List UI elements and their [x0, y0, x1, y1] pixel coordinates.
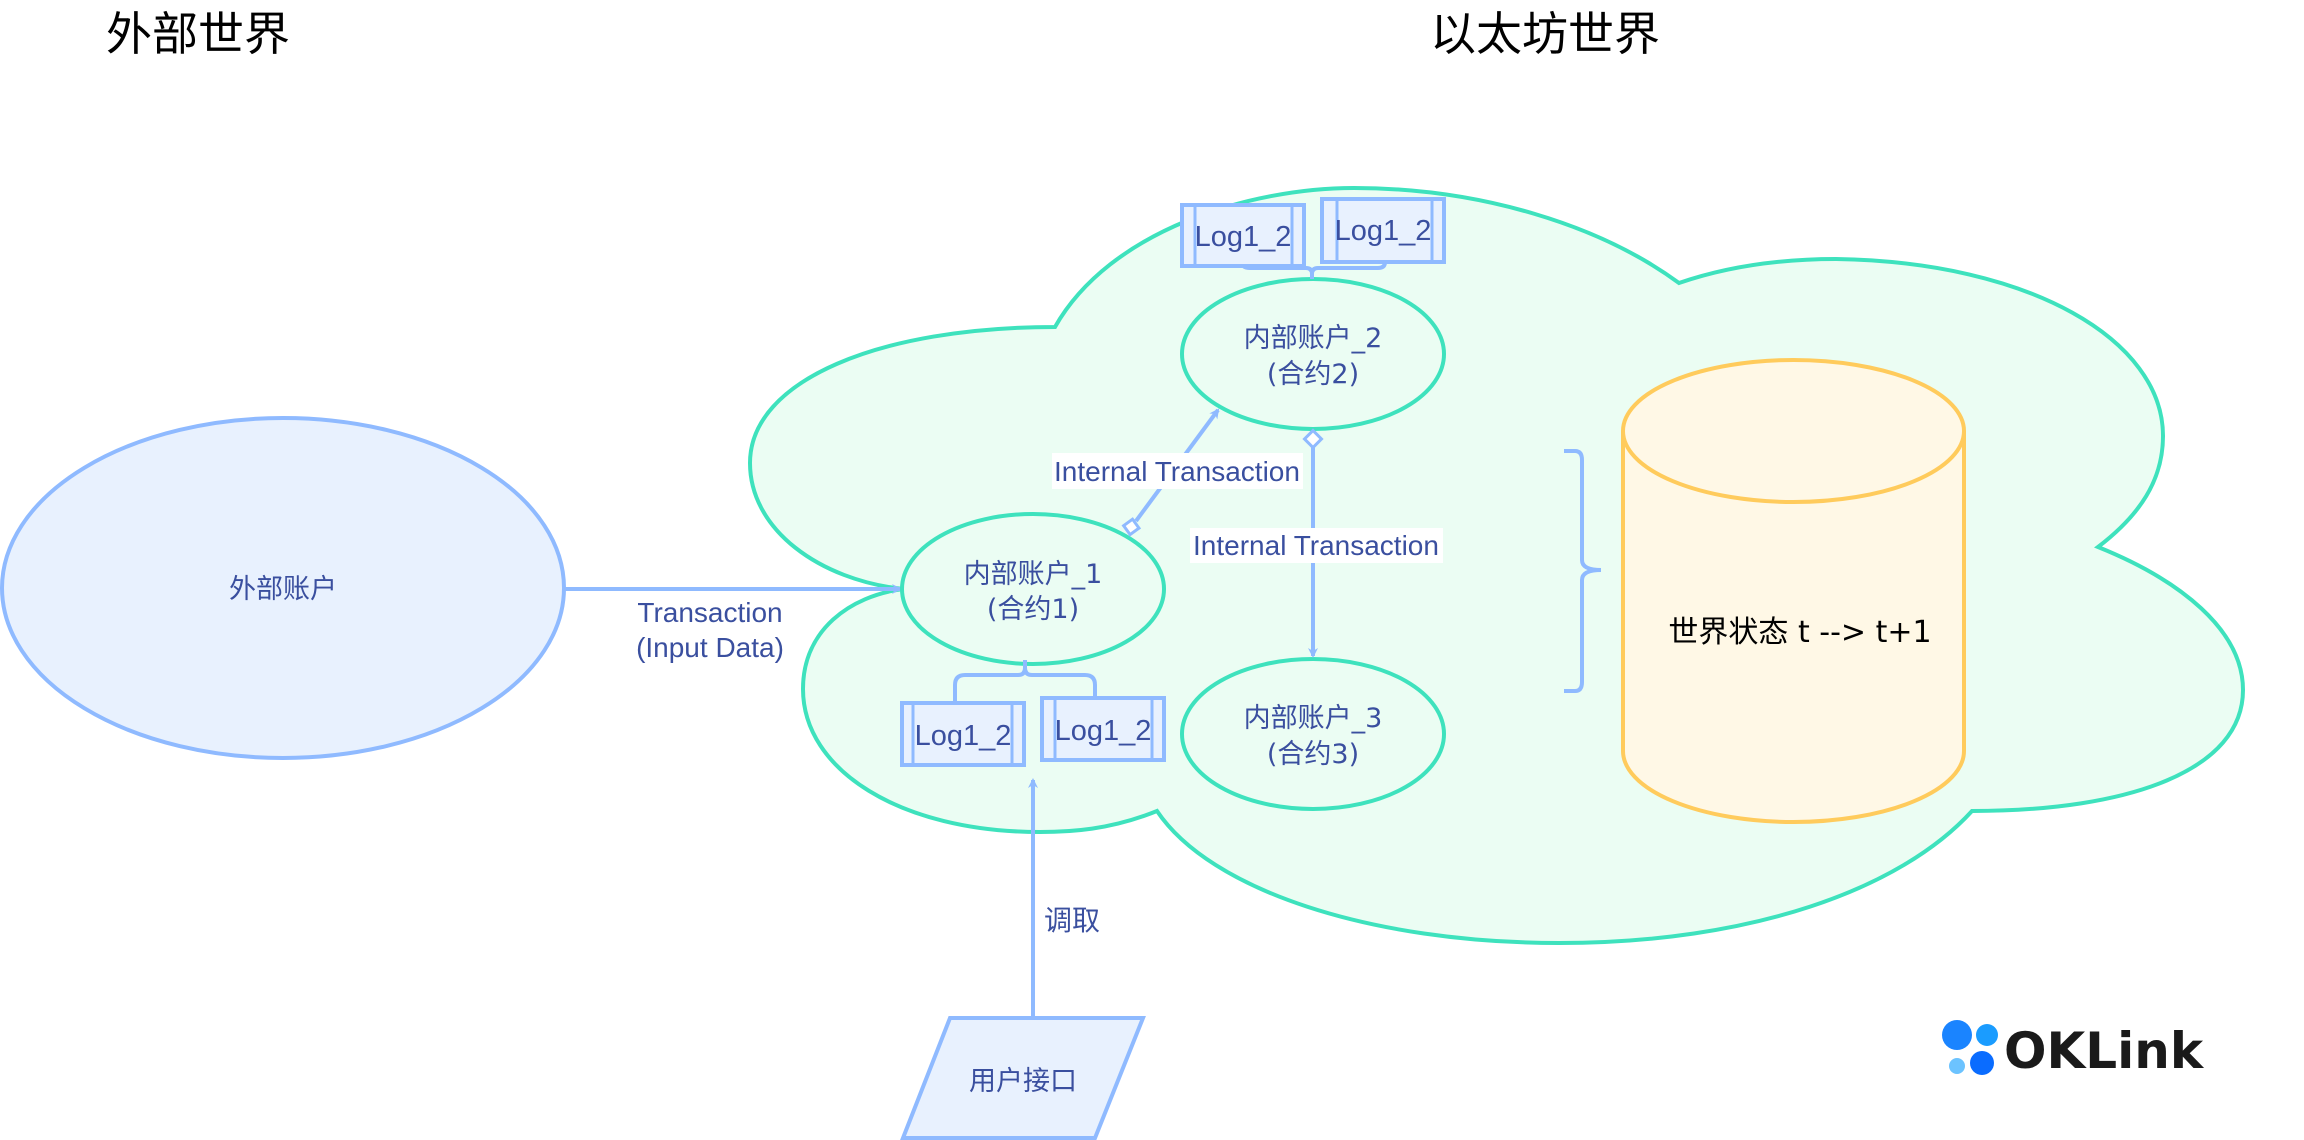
internal-account-1-label: 内部账户_1 — [964, 559, 1103, 590]
world-state-label: 世界状态 t --> t+1 — [1668, 615, 1931, 650]
diamond-start-icon — [1302, 428, 1324, 450]
internal-tx-1-label-bg — [1052, 453, 1303, 489]
internal-tx-2-label-bg — [1190, 528, 1443, 563]
log-entry[interactable]: Log1_2 — [1040, 696, 1166, 762]
internal-account-3-sublabel: (合约3) — [1267, 739, 1359, 770]
logo-text: OKLink — [2004, 1022, 2205, 1080]
logo-dot-icon — [1949, 1058, 1965, 1074]
log-entry[interactable]: Log1_2 — [1180, 203, 1306, 268]
transaction-label: Transaction — [637, 597, 782, 628]
logo-dot-icon — [1976, 1024, 1998, 1046]
world-state-database[interactable] — [1621, 358, 1966, 824]
logo-dot-icon — [1942, 1020, 1972, 1050]
log-entry[interactable]: Log1_2 — [900, 701, 1026, 767]
internal-account-1-sublabel: (合约1) — [987, 594, 1079, 625]
title-ethereum-world: 以太坊世界 — [1430, 7, 1660, 61]
internal-tx-2-label: Internal Transaction — [1193, 530, 1439, 561]
internal-account-2-label: 内部账户_2 — [1244, 323, 1383, 354]
external-account-node[interactable] — [0, 416, 566, 760]
external-account-label: 外部账户 — [229, 574, 337, 605]
diamond-start-icon — [1121, 517, 1142, 537]
internal-account-3-node[interactable] — [1180, 657, 1446, 811]
fetch-label: 调取 — [1044, 905, 1100, 936]
logo-dot-icon — [1970, 1051, 1994, 1075]
internal-account-3-label: 内部账户_3 — [1244, 703, 1383, 734]
transaction-input-data-label: (Input Data) — [636, 632, 784, 663]
log-label: Log1_2 — [915, 720, 1012, 752]
internal-account-2-sublabel: (合约2) — [1267, 359, 1359, 390]
internal-account-2-node[interactable] — [1180, 277, 1446, 431]
world-state-brace — [1564, 449, 1602, 693]
logs-brace-account-1 — [953, 660, 1097, 703]
title-outer-world: 外部世界 — [106, 7, 290, 61]
user-interface-label: 用户接口 — [969, 1066, 1077, 1097]
log-entry[interactable]: Log1_2 — [1320, 197, 1446, 264]
log-label: Log1_2 — [1335, 215, 1432, 247]
log-label: Log1_2 — [1195, 221, 1292, 253]
internal-account-1-node[interactable] — [900, 512, 1166, 666]
oklink-logo: OKLink — [1942, 1020, 2205, 1080]
internal-tx-1-label: Internal Transaction — [1054, 456, 1300, 487]
user-interface-node[interactable] — [900, 1016, 1146, 1140]
log-label: Log1_2 — [1055, 715, 1152, 747]
